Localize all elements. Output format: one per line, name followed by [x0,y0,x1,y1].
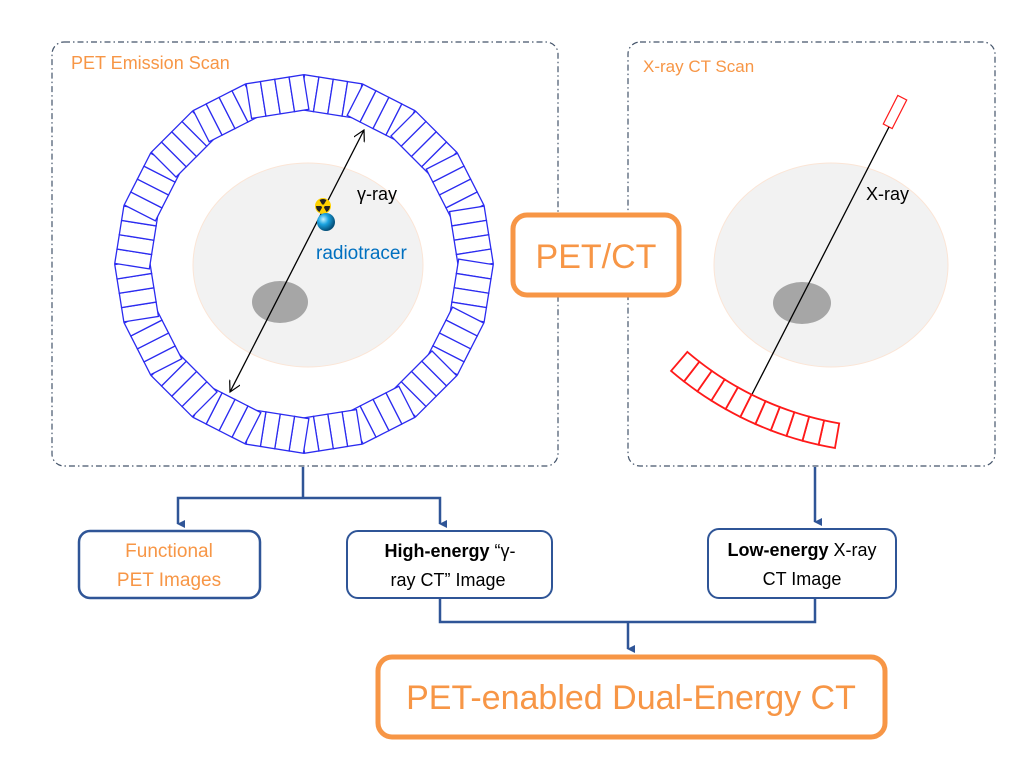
pet-detector-block [123,152,183,222]
xray-arrow [746,126,890,406]
pet-detector-block [425,152,485,222]
xray-label: X-ray [866,184,909,204]
pet-detector-ring [114,74,494,454]
low-energy-line1: Low-energy X-ray [727,540,876,560]
radiotracer-label: radiotracer [316,243,407,264]
pet-detector-block [192,385,262,445]
high-energy-line2: ray CT” Image [390,570,505,590]
pet-detector-block [150,350,218,418]
low-energy-line2: CT Image [763,569,842,589]
functional-pet-box [77,529,262,600]
xray-source [882,94,908,130]
pet-detector-block [192,83,262,143]
pet-detector-block [448,205,494,270]
pet-ct-box [510,212,682,298]
ct-body-phantom [713,162,949,368]
ct-detector-cell [669,350,701,383]
functional-line1: Functional [125,541,213,562]
pet-detector-block [123,306,183,376]
low-energy-box [707,528,897,599]
pet-detector-block [346,83,416,143]
ct-detector-arc [669,350,841,450]
radiation-icon [315,198,331,214]
low-energy-rest: X-ray [829,540,877,560]
connector-merge [438,598,817,624]
functional-line2: PET Images [117,570,221,591]
pet-detector-block [298,408,363,454]
pet-lesion [252,281,308,323]
pet-detector-block [150,110,218,178]
pet-detector-block [245,74,310,120]
high-energy-line1: High-energy “γ- [384,541,515,561]
ct-panel-title: X-ray CT Scan [643,57,754,76]
result-box [375,654,888,740]
pet-emission-panel [51,41,559,467]
gamma-ray-label: γ-ray [357,184,397,204]
gamma-ray-arrow [230,130,364,392]
result-label: PET-enabled Dual-Energy CT [406,679,856,717]
pet-detector-block [114,258,160,323]
ct-lesion [773,282,831,324]
pet-detector-block [425,306,485,376]
pet-ct-label: PET/CT [536,238,657,276]
connector-to-high-energy [303,496,447,528]
pet-detector-block [245,408,310,454]
high-energy-rest: “γ- [490,541,516,561]
pet-panel-title: PET Emission Scan [71,53,230,73]
connectors [176,467,822,653]
connector-to-functional [176,496,303,528]
radiotracer-ball-icon [317,213,335,231]
pet-crystal [288,74,310,113]
low-energy-bold: Low-energy [727,540,828,560]
high-energy-bold: High-energy [384,541,489,561]
high-energy-box [346,530,553,599]
